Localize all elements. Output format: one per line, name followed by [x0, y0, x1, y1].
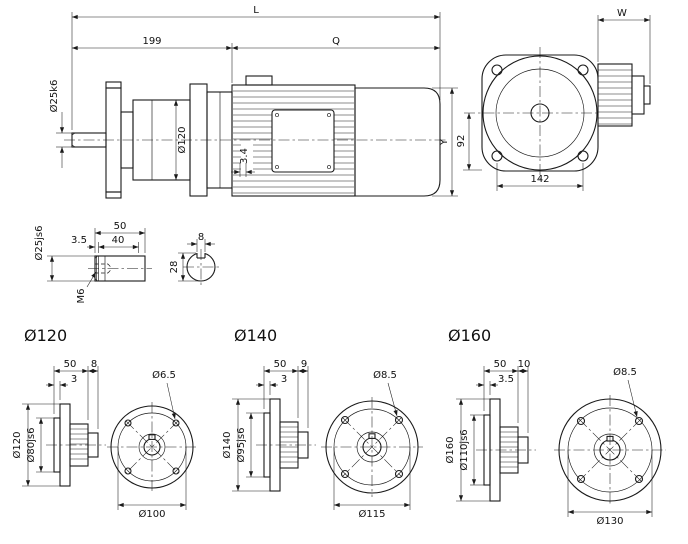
dim-bolt-span-label: 142 [530, 174, 549, 185]
bolt-hole [577, 64, 589, 76]
dim-bolt-hole-dia-label: Ø6.5 [152, 369, 176, 381]
dim-gap-label: 3.4 [239, 148, 250, 164]
bolt-hole [576, 474, 586, 484]
motor-endshield [354, 87, 441, 197]
flange-140-title: Ø140 [234, 326, 277, 345]
dim-flange-spigot-dia-label: Ø95js6 [235, 428, 247, 463]
dim-flange-step-label: 3 [281, 374, 287, 385]
front-view-dimensions [463, 15, 651, 191]
dim-flange-step-label: 3 [71, 374, 77, 385]
bolt-hole [634, 416, 644, 426]
spigot-circle [495, 68, 585, 158]
hub-ribs [70, 428, 88, 460]
motor-flange-circle [482, 55, 598, 171]
flange-160-front-view [554, 379, 666, 517]
side-view-dimensions [56, 12, 458, 197]
dim-motor-height-label: Y [439, 138, 450, 146]
shaft-detail: 50 40 3.5 Ø25js6 M6 [33, 221, 152, 304]
key-section: 8 28 [169, 232, 219, 285]
flange-120-dimensions [22, 366, 99, 487]
dim-flange-length-label: 50 [64, 359, 77, 370]
dim-bolt-circle-dia-label: Ø130 [597, 515, 624, 527]
dim-flange-outer-dia-label: Ø140 [221, 432, 233, 459]
flange-120-title: Ø120 [24, 326, 67, 345]
dim-flange-thickness-label: 9 [301, 359, 307, 370]
dim-flange-length-label: 50 [274, 359, 287, 370]
flange-unit-140: Ø140 [221, 326, 423, 520]
dim-section-height-label: 28 [169, 261, 180, 274]
bolt-hole [340, 469, 350, 479]
flange-unit-120: Ø120 [11, 326, 197, 520]
flange-160-title: Ø160 [448, 326, 491, 345]
bolt-hole [340, 415, 350, 425]
lifting-lug [245, 75, 273, 86]
dim-groove-label: 3.5 [71, 235, 87, 246]
dim-housing-diameter-label: Ø120 [176, 127, 188, 154]
flange-160-side-view [476, 398, 536, 502]
bolt-hole [124, 419, 132, 427]
thread-callout-label: M6 [76, 289, 87, 304]
dim-gear-length-label: 199 [142, 36, 161, 47]
dim-width-label: W [617, 8, 627, 19]
flange-120-front-view [107, 382, 197, 510]
bolt-hole [634, 474, 644, 484]
hub-ribs [280, 426, 298, 463]
dim-motor-length-label: Q [332, 36, 340, 47]
dim-flange-step-label: 3.5 [498, 374, 514, 385]
dim-flange-spigot-dia-label: Ø110js6 [458, 429, 470, 470]
dim-shaft-total-length-label: 50 [114, 221, 127, 232]
front-view: W 92 142 [456, 8, 651, 191]
bolt-hole [172, 467, 180, 475]
side-view: L 199 Q Ø25k6 Ø120 3.4 Y [48, 5, 458, 199]
shaft-hole [530, 103, 550, 123]
shaft-detail-shapes [88, 255, 152, 282]
dim-bolt-circle-dia-label: Ø100 [139, 508, 166, 520]
flange-120-side-view [46, 403, 106, 487]
dim-flange-thickness-label: 8 [91, 359, 97, 370]
bolt-hole [124, 467, 132, 475]
bolt-hole [491, 64, 503, 76]
bolt-hole [576, 416, 586, 426]
bolt-hole [172, 419, 180, 427]
flange-140-front-view [321, 382, 423, 510]
hub-ribs [500, 431, 518, 468]
dim-bolt-hole-dia-label: Ø8.5 [373, 369, 397, 381]
dim-bolt-hole-dia-label: Ø8.5 [613, 366, 637, 378]
flange-160-dimensions [456, 366, 529, 502]
key-section-dimensions [178, 239, 215, 282]
bolt-hole [577, 150, 589, 162]
hub-circle [138, 433, 166, 461]
front-view-shapes [464, 47, 651, 180]
dim-overall-length-label: L [253, 5, 259, 16]
dim-flange-thickness-label: 10 [518, 359, 531, 370]
terminal-box-cover [271, 109, 335, 173]
dim-flange-outer-dia-label: Ø160 [444, 437, 456, 464]
dim-center-height-label: 92 [456, 135, 467, 148]
dim-bolt-circle-dia-label: Ø115 [359, 508, 386, 520]
bolt-hole [491, 150, 503, 162]
dim-shaft-diameter-label: Ø25k6 [48, 80, 60, 113]
dim-flange-length-label: 50 [494, 359, 507, 370]
side-view-shapes [64, 75, 448, 199]
dim-flange-spigot-dia-label: Ø80js6 [25, 428, 37, 463]
dim-key-length-label: 40 [112, 235, 125, 246]
dim-key-width-label: 8 [198, 232, 204, 243]
flange-140-side-view [256, 398, 316, 492]
dim-shaft-detail-diameter-label: Ø25js6 [33, 226, 45, 261]
shaft-detail-dimensions [47, 228, 146, 288]
bolt-hole [394, 469, 404, 479]
bolt-hole [394, 415, 404, 425]
terminal-block-end [643, 85, 651, 105]
terminal-block-step [631, 75, 645, 115]
key-section-shapes [183, 249, 219, 285]
terminal-block [597, 63, 633, 127]
flange-unit-160: Ø160 [444, 326, 666, 527]
flange-140-dimensions [232, 366, 309, 492]
terminal-block-ribs [598, 69, 632, 125]
dim-flange-outer-dia-label: Ø120 [11, 432, 23, 459]
